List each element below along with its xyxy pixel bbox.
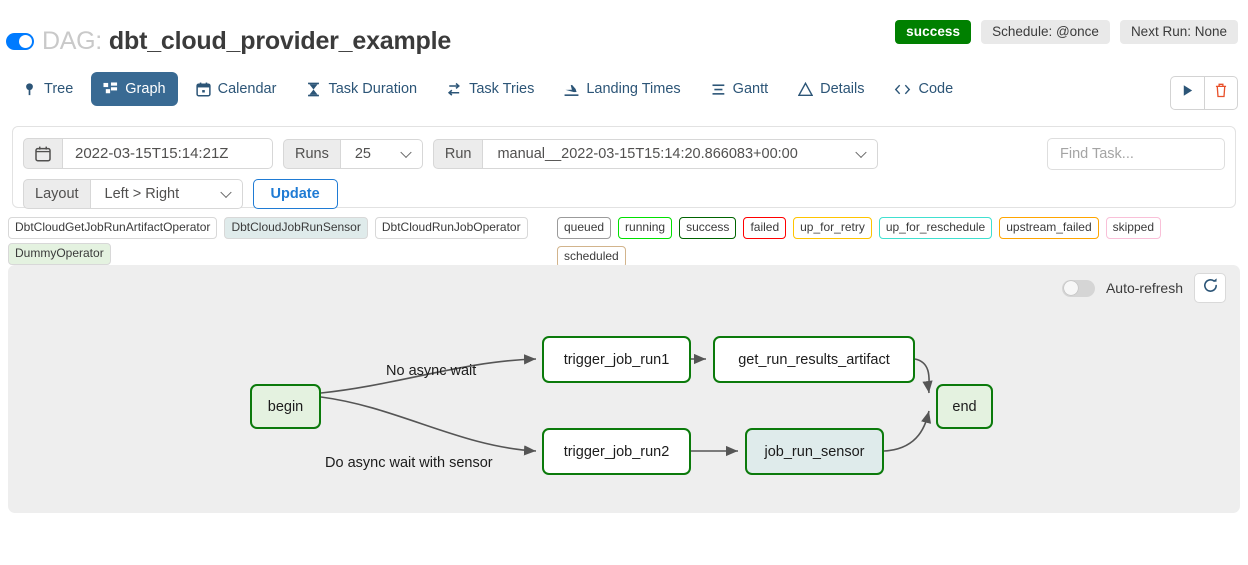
task-node-label: trigger_job_run1: [563, 351, 670, 368]
graph-edges: [320, 353, 933, 457]
hourglass-icon: [306, 82, 321, 97]
auto-refresh-toggle[interactable]: [1061, 279, 1095, 297]
warning-triangle-icon: [798, 81, 814, 97]
run-label: Run: [432, 138, 484, 169]
calendar-icon[interactable]: [23, 138, 63, 169]
status-badge[interactable]: success: [895, 20, 972, 44]
state-chip-upstream-failed[interactable]: upstream_failed: [999, 217, 1099, 239]
tab-label: Tree: [44, 81, 74, 97]
tab-label: Details: [820, 81, 865, 97]
retry-icon: [447, 82, 462, 97]
tab-details[interactable]: Details: [786, 72, 876, 106]
header-badges: success Schedule: @once Next Run: None: [895, 20, 1238, 44]
num-runs-label: Runs: [283, 138, 341, 169]
graph-canvas[interactable]: Auto-refresh begin: [8, 265, 1240, 513]
task-node-trigger-job-run1[interactable]: trigger_job_run1: [542, 336, 691, 383]
layout-label: Layout: [23, 179, 91, 209]
tab-label: Landing Times: [586, 81, 681, 97]
run-id-group: Run manual__2022-03-15T15:14:20.866083+0…: [432, 138, 879, 169]
dag-title-row: DAG: dbt_cloud_provider_example: [6, 27, 451, 56]
tab-calendar[interactable]: Calendar: [184, 72, 289, 106]
tab-label: Graph: [125, 81, 166, 97]
tree-icon: [22, 82, 37, 97]
edge-label-do-async-wait-with-sensor: Do async wait with sensor: [325, 455, 493, 471]
base-date-input[interactable]: 2022-03-15T15:14:21Z: [63, 138, 273, 169]
page-title: dbt_cloud_provider_example: [108, 27, 452, 55]
state-chip-failed[interactable]: failed: [743, 217, 787, 239]
task-node-label: end: [952, 398, 977, 415]
refresh-button[interactable]: [1194, 273, 1226, 303]
tab-list: Tree Graph Calendar Task Duration Task T: [10, 72, 965, 106]
tab-task-duration[interactable]: Task Duration: [294, 72, 429, 106]
base-date-group: 2022-03-15T15:14:21Z: [23, 138, 273, 169]
filter-row-secondary: Layout Left > Right Update: [23, 179, 1225, 209]
layout-group: Layout Left > Right: [23, 179, 243, 209]
find-task-input[interactable]: Find Task...: [1047, 138, 1225, 170]
filter-panel: 2022-03-15T15:14:21Z Runs 25 Run manual_…: [12, 126, 1236, 209]
graph-icon: [103, 81, 118, 97]
state-legend-line: queued running success failed up_for_ret…: [557, 217, 1236, 268]
dag-action-buttons: [1170, 76, 1238, 110]
state-chip-queued[interactable]: queued: [557, 217, 612, 239]
graph-toolbar: Auto-refresh: [1061, 273, 1226, 303]
task-node-label: trigger_job_run2: [563, 443, 670, 460]
operator-legend-line: DummyOperator: [8, 243, 548, 265]
num-runs-group: Runs 25: [283, 138, 423, 169]
auto-refresh-label: Auto-refresh: [1105, 280, 1183, 296]
page-header: DAG: dbt_cloud_provider_example success …: [0, 0, 1248, 72]
operator-legend-line: DbtCloudGetJobRunArtifactOperator DbtClo…: [8, 217, 548, 239]
tab-label: Calendar: [217, 81, 277, 97]
state-chip-up-for-reschedule[interactable]: up_for_reschedule: [878, 217, 993, 239]
tab-tree[interactable]: Tree: [10, 72, 85, 106]
state-chip-scheduled[interactable]: scheduled: [557, 246, 626, 268]
play-icon: [1181, 84, 1194, 102]
tab-label: Code: [918, 81, 954, 97]
landing-icon: [564, 82, 579, 97]
task-node-label: begin: [267, 398, 304, 415]
tab-graph[interactable]: Graph: [91, 72, 178, 106]
state-chip-success[interactable]: success: [679, 217, 737, 239]
operator-chip[interactable]: DbtCloudRunJobOperator: [374, 217, 528, 239]
update-button[interactable]: Update: [252, 179, 338, 209]
state-chip-skipped[interactable]: skipped: [1105, 217, 1161, 239]
state-chip-running[interactable]: running: [618, 217, 673, 239]
task-node-label: get_run_results_artifact: [738, 351, 890, 368]
edge-label-no-async-wait: No async wait: [386, 363, 477, 379]
trash-icon: [1214, 83, 1228, 103]
task-node-job-run-sensor[interactable]: job_run_sensor: [745, 428, 884, 475]
operator-chip[interactable]: DummyOperator: [8, 243, 111, 265]
tab-landing-times[interactable]: Landing Times: [552, 72, 692, 106]
legend-area: DbtCloudGetJobRunArtifactOperator DbtClo…: [8, 217, 1236, 294]
num-runs-select[interactable]: 25: [340, 138, 423, 169]
tab-label: Gantt: [732, 81, 769, 97]
run-id-select[interactable]: manual__2022-03-15T15:14:20.866083+00:00: [483, 138, 879, 169]
task-node-trigger-job-run2[interactable]: trigger_job_run2: [542, 428, 691, 475]
gantt-icon: [711, 82, 726, 97]
task-node-label: job_run_sensor: [764, 443, 865, 460]
dag-label: DAG:: [42, 27, 102, 55]
operator-chip[interactable]: DbtCloudJobRunSensor: [224, 217, 368, 239]
task-node-end[interactable]: end: [936, 384, 993, 429]
task-node-get-run-results-artifact[interactable]: get_run_results_artifact: [713, 336, 915, 383]
calendar-icon: [195, 82, 211, 97]
tab-task-tries[interactable]: Task Tries: [435, 72, 546, 106]
delete-dag-button[interactable]: [1204, 76, 1238, 110]
code-brackets-icon: [894, 82, 911, 97]
next-run-badge[interactable]: Next Run: None: [1119, 20, 1238, 44]
tab-label: Task Tries: [469, 81, 535, 97]
tab-code[interactable]: Code: [882, 72, 965, 106]
refresh-icon: [1202, 277, 1219, 299]
trigger-dag-button[interactable]: [1170, 76, 1204, 110]
tab-gantt[interactable]: Gantt: [699, 72, 780, 106]
state-chip-up-for-retry[interactable]: up_for_retry: [793, 217, 872, 239]
operator-chip[interactable]: DbtCloudGetJobRunArtifactOperator: [8, 217, 218, 239]
layout-select[interactable]: Left > Right: [90, 179, 243, 209]
dag-pause-toggle[interactable]: [6, 33, 34, 50]
schedule-badge[interactable]: Schedule: @once: [981, 20, 1110, 44]
operator-legend: DbtCloudGetJobRunArtifactOperator DbtClo…: [8, 217, 548, 269]
view-tabbar: Tree Graph Calendar Task Duration Task T: [0, 72, 1248, 120]
task-node-begin[interactable]: begin: [250, 384, 321, 429]
filter-row-primary: 2022-03-15T15:14:21Z Runs 25 Run manual_…: [23, 138, 1225, 169]
tab-label: Task Duration: [328, 81, 418, 97]
